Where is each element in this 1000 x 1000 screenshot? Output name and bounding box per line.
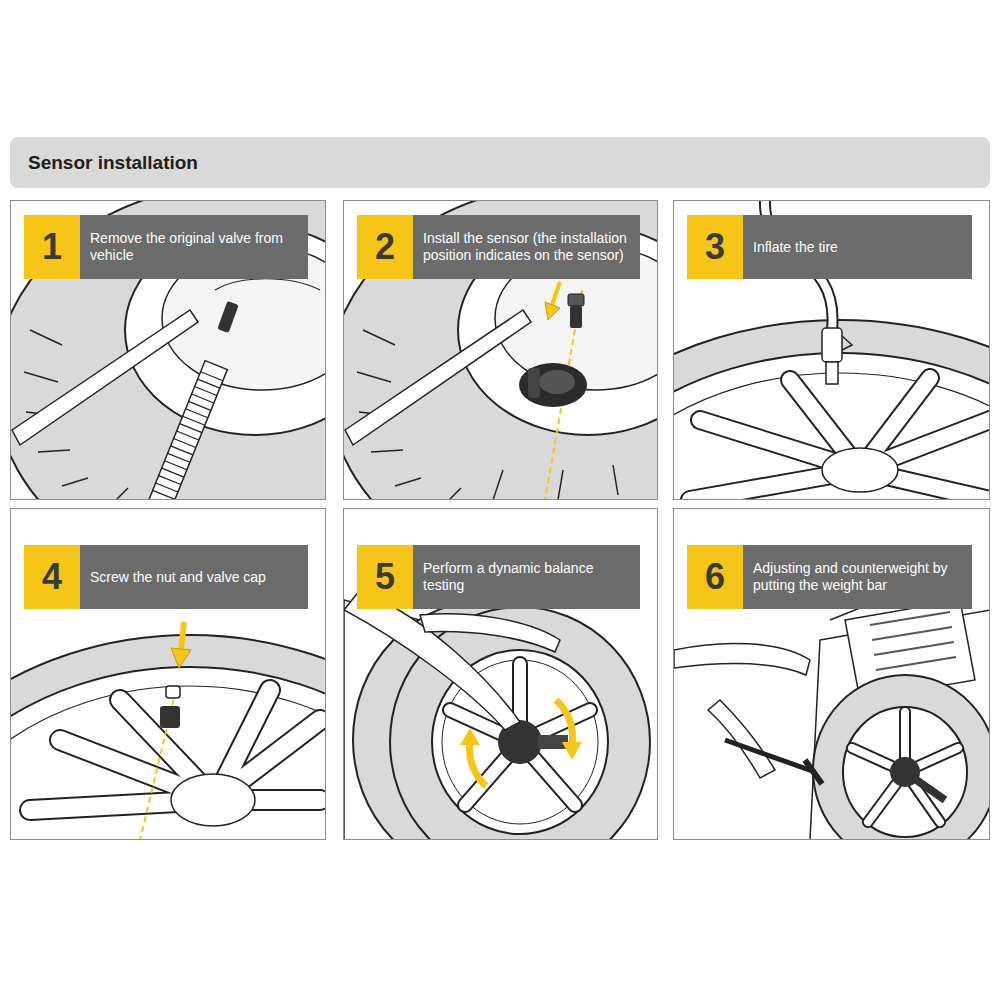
step-band: Remove the original valve from vehicle — [80, 215, 308, 279]
step-band: Screw the nut and valve cap — [80, 545, 308, 609]
step-band: Adjusting and counterweight by putting t… — [743, 545, 972, 609]
title-band: Sensor installation — [10, 137, 990, 188]
step-band: Install the sensor (the installation pos… — [413, 215, 640, 279]
step-number: 5 — [375, 556, 395, 598]
step-panel: 1 Remove the original valve from vehicle — [10, 200, 326, 500]
number-badge: 3 — [687, 215, 743, 279]
wheel-illustration — [674, 201, 989, 499]
tire-illustration — [344, 201, 657, 499]
step-instruction: Perform a dynamic balance testing — [423, 560, 630, 594]
title: Sensor installation — [28, 152, 198, 174]
step-panel: 4 Screw the nut and valve cap — [10, 508, 326, 840]
step-panel: 5 Perform a dynamic balance testing — [343, 508, 658, 840]
tire-illustration — [11, 201, 325, 499]
wheel-illustration — [11, 622, 325, 839]
step-band: Inflate the tire — [743, 215, 972, 279]
step-panel: 2 Install the sensor (the installation po… — [343, 200, 658, 500]
step-number: 1 — [42, 226, 62, 268]
step-number: 4 — [42, 556, 62, 598]
step-instruction: Inflate the tire — [753, 239, 838, 256]
step-instruction: Screw the nut and valve cap — [90, 569, 266, 586]
step-number: 3 — [705, 226, 725, 268]
number-badge: 2 — [357, 215, 413, 279]
number-badge: 4 — [24, 545, 80, 609]
step-band: Perform a dynamic balance testing — [413, 545, 640, 609]
step-panel: 3 Inflate the tire — [673, 200, 990, 500]
step-instruction: Adjusting and counterweight by putting t… — [753, 560, 962, 594]
balancer-illustration — [344, 590, 650, 839]
number-badge: 6 — [687, 545, 743, 609]
step-panel: 6 Adjusting and counterweight by putting … — [673, 508, 990, 840]
number-badge: 1 — [24, 215, 80, 279]
step-instruction: Remove the original valve from vehicle — [90, 230, 298, 264]
step-number: 6 — [705, 556, 725, 598]
balancer-illustration — [674, 600, 989, 839]
number-badge: 5 — [357, 545, 413, 609]
step-number: 2 — [375, 226, 395, 268]
step-instruction: Install the sensor (the installation pos… — [423, 230, 630, 264]
